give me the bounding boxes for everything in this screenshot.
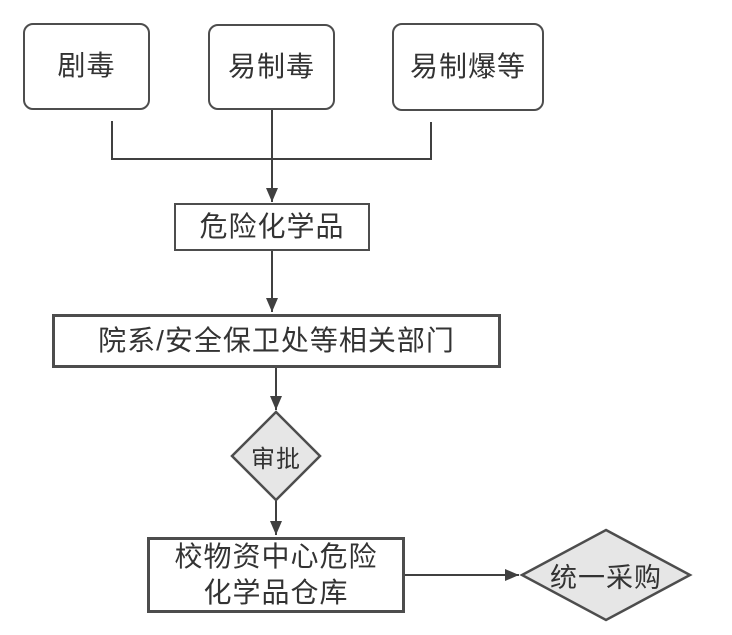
node-highly-toxic-label: 剧毒 bbox=[57, 50, 116, 82]
node-drug-precursor-label: 易制毒 bbox=[227, 50, 315, 82]
node-approval-label: 审批 bbox=[251, 445, 301, 473]
merge-connector bbox=[111, 121, 432, 160]
node-hazardous-chemicals-label: 危险化学品 bbox=[199, 210, 345, 242]
node-warehouse-label-line2: 化学品仓库 bbox=[203, 577, 349, 608]
node-hazardous-chemicals: 危险化学品 bbox=[174, 203, 370, 251]
node-approval: 审批 bbox=[232, 412, 320, 500]
node-drug-precursor: 易制毒 bbox=[208, 24, 335, 110]
node-unified-procurement-label: 统一采购 bbox=[550, 562, 662, 593]
node-departments-label: 院系/安全保卫处等相关部门 bbox=[98, 324, 455, 356]
node-warehouse: 校物资中心危险 化学品仓库 bbox=[147, 537, 405, 613]
node-warehouse-label-line1: 校物资中心危险 bbox=[174, 540, 378, 572]
node-departments: 院系/安全保卫处等相关部门 bbox=[52, 314, 501, 368]
node-explosive-precursor-label: 易制爆等 bbox=[409, 50, 526, 82]
approval-diamond-shape bbox=[230, 410, 322, 502]
node-explosive-precursor: 易制爆等 bbox=[392, 23, 544, 111]
procurement-diamond-shape bbox=[519, 528, 693, 622]
node-unified-procurement: 统一采购 bbox=[522, 530, 690, 620]
node-highly-toxic: 剧毒 bbox=[23, 23, 150, 110]
